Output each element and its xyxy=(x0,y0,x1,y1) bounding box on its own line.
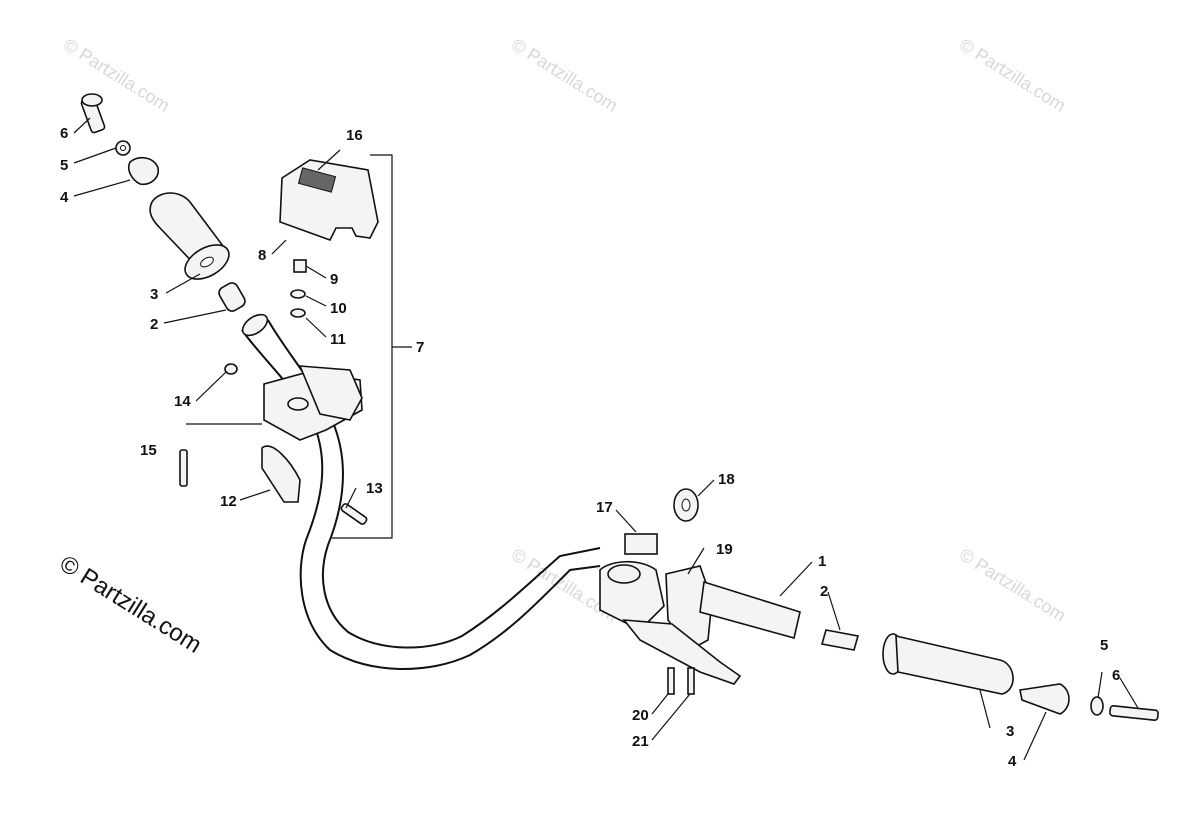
callout-left-3: 3 xyxy=(150,286,158,303)
callout-12: 12 xyxy=(220,493,237,510)
callout-right-6: 6 xyxy=(1112,667,1120,684)
callout-13: 13 xyxy=(366,480,383,497)
callout-18: 18 xyxy=(718,471,735,488)
callout-10: 10 xyxy=(330,300,347,317)
right-grip-assembly xyxy=(699,580,1159,721)
nut-14 xyxy=(224,363,238,375)
callout-1: 1 xyxy=(818,553,826,570)
callout-14: 14 xyxy=(174,393,191,410)
right-control-assembly xyxy=(599,488,742,695)
callout-19: 19 xyxy=(716,541,733,558)
callout-right-4: 4 xyxy=(1008,753,1017,770)
right-bolt-6 xyxy=(1109,705,1159,721)
callout-16: 16 xyxy=(346,127,363,144)
callout-right-2: 2 xyxy=(820,583,828,600)
copyright-label: © Partzilla.com xyxy=(55,550,206,659)
group-bracket xyxy=(332,154,412,539)
callout-left-5: 5 xyxy=(60,157,68,174)
screw-15 xyxy=(179,449,188,487)
decal-17 xyxy=(624,533,658,555)
screw-20 xyxy=(667,667,675,695)
switch-cover xyxy=(279,159,379,241)
screw-13 xyxy=(340,503,368,525)
watermark-top-right: © Partzilla.com xyxy=(956,34,1069,115)
switch-label-decal xyxy=(297,167,337,193)
callout-11: 11 xyxy=(330,331,346,348)
right-bar-end-4 xyxy=(1019,683,1070,715)
right-tube-2 xyxy=(820,629,860,651)
callout-9: 9 xyxy=(330,271,338,288)
leader-lines xyxy=(73,117,1139,761)
callout-15: 15 xyxy=(140,442,157,459)
callout-left-2: 2 xyxy=(150,316,158,333)
screw-9 xyxy=(293,259,307,273)
right-washer-5 xyxy=(1090,696,1104,716)
callout-20: 20 xyxy=(632,707,649,724)
right-lever xyxy=(622,619,742,685)
watermarks: © Partzilla.com © Partzilla.com © Partzi… xyxy=(60,34,1069,625)
right-grip-3 xyxy=(895,634,1014,695)
switch-body-assembly xyxy=(179,363,368,525)
watermark-top-center: © Partzilla.com xyxy=(508,34,621,115)
callout-7: 7 xyxy=(416,339,424,356)
callout-left-4: 4 xyxy=(60,189,69,206)
brake-lever-12 xyxy=(261,445,301,503)
callout-numbers: 6 5 4 3 2 16 8 9 10 11 7 14 15 12 13 17 … xyxy=(60,125,1120,770)
screw-21 xyxy=(687,667,695,695)
callout-21: 21 xyxy=(632,733,649,750)
throttle-tube-1 xyxy=(699,580,801,639)
left-throttle-tube xyxy=(218,282,246,312)
callout-8: 8 xyxy=(258,247,266,264)
callout-17: 17 xyxy=(596,499,613,516)
watermark-top-left: © Partzilla.com xyxy=(60,34,173,115)
callout-right-3: 3 xyxy=(1006,723,1014,740)
left-grip-assembly xyxy=(80,93,246,312)
left-bar-end xyxy=(127,156,160,186)
callout-right-5: 5 xyxy=(1100,637,1108,654)
switch-cover-assembly xyxy=(279,159,379,318)
watermark-mid-right: © Partzilla.com xyxy=(956,544,1069,625)
callout-left-6: 6 xyxy=(60,125,68,142)
